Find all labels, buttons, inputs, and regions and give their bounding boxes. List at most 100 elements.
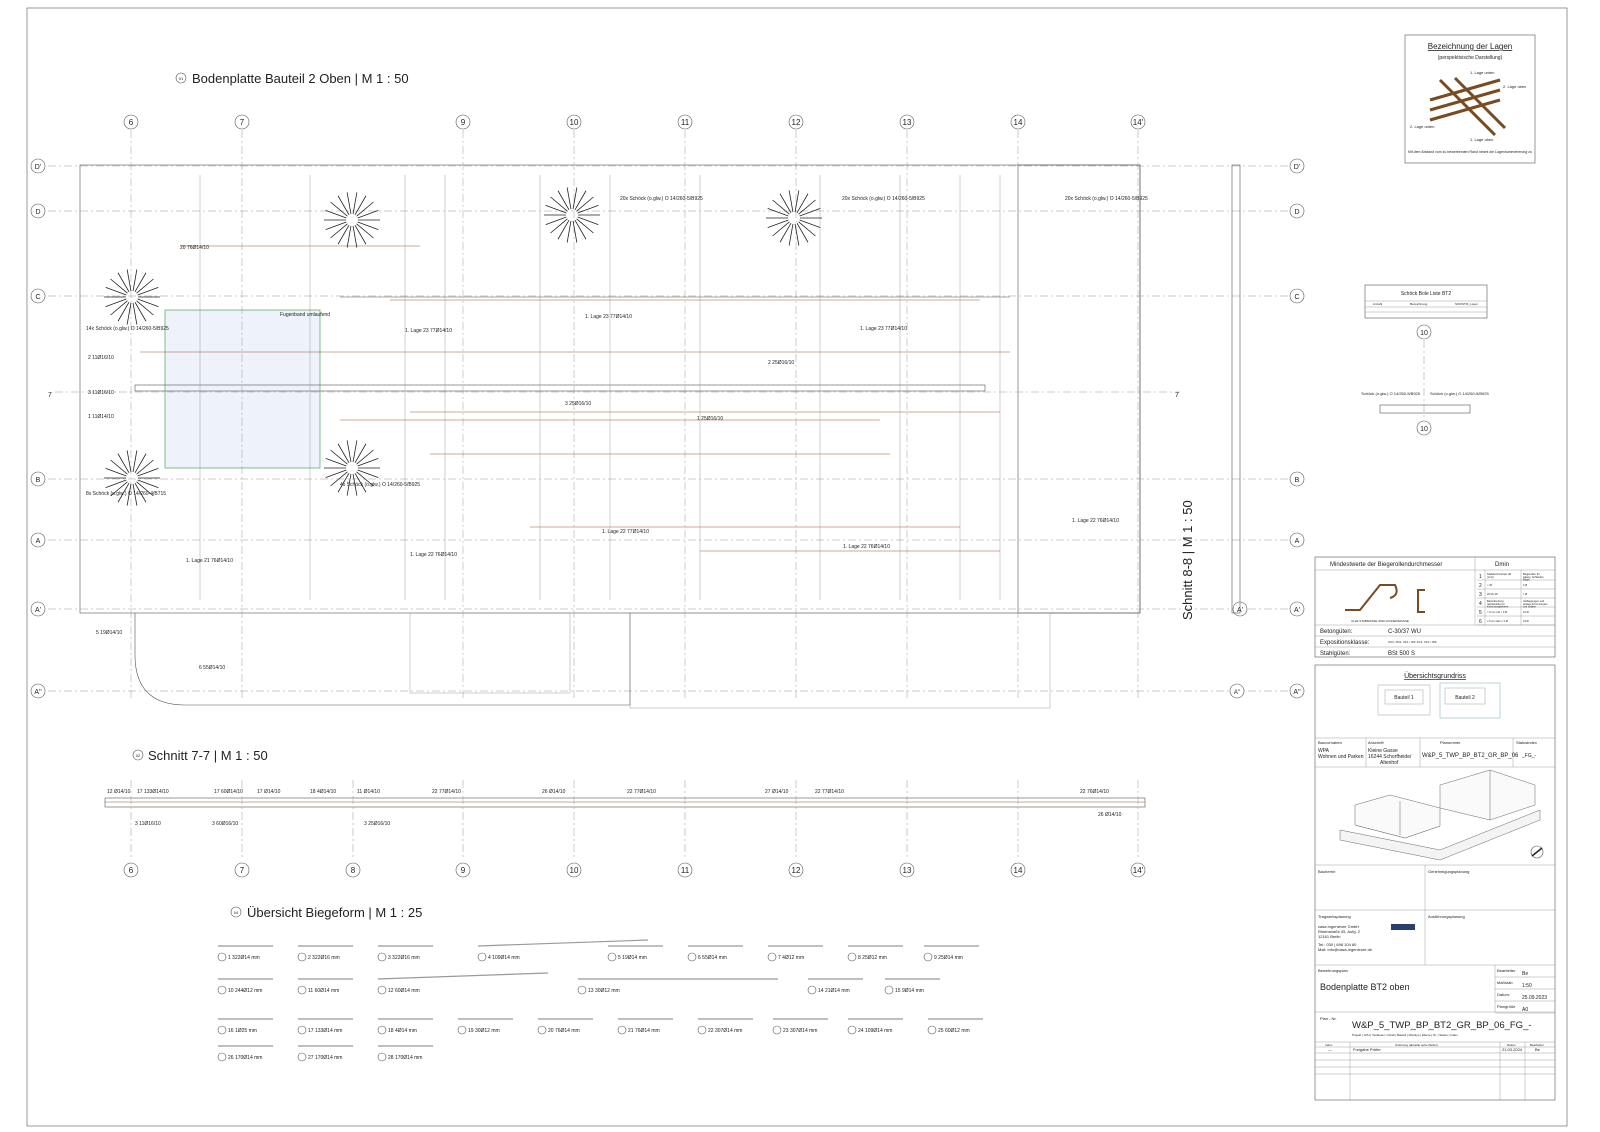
view-number: 01	[179, 76, 184, 81]
grid-bubble	[123, 862, 139, 878]
position-bubble	[617, 1025, 627, 1035]
date-value: 25.09.2023	[1522, 995, 1547, 1001]
bending-form: 16 1Ø25 mm	[217, 1018, 273, 1035]
rebar-label: 1. Lage 22 76Ø14/10	[1072, 518, 1119, 524]
axis-label: 10	[1420, 426, 1428, 433]
bending-form-label: 5 19Ø14 mm	[618, 955, 647, 961]
bending-form: 22 307Ø14 mm	[697, 1018, 753, 1035]
rebar-label: 14x Schöck (o.glw.) O 14/260-5/B925	[86, 326, 169, 332]
rebar-label: 5 19Ø14/10	[96, 630, 122, 636]
label: Anschrift	[1368, 740, 1384, 745]
rebar-label: Fugenband umlaufend	[280, 312, 330, 318]
rebar-label: 1. Lage 21 76Ø14/10	[186, 558, 233, 564]
bending-form-label: 20 76Ø14 mm	[548, 1028, 580, 1034]
section-mark: 7	[1175, 392, 1179, 399]
grid-bubble	[123, 114, 139, 130]
grid-bubble	[1229, 683, 1245, 699]
row-number: 5	[1479, 610, 1482, 616]
bending-form-label: 13 30Ø12 mm	[588, 988, 620, 994]
bending-form-label: 9 25Ø14 mm	[934, 955, 963, 961]
detail-label: Schöck (o.glw.) O 14/260-5/B925	[1430, 391, 1489, 396]
grid-bubble	[1289, 288, 1305, 304]
position-bubble	[687, 952, 697, 962]
bending-form-label: 6 55Ø14 mm	[698, 955, 727, 961]
company-city: 12161 Berlin	[1318, 934, 1340, 939]
company: casa Ingenieure GmbH	[1318, 924, 1359, 929]
rebar-label: 1. Lage 22 76Ø14/10	[410, 552, 457, 558]
grid-bubble	[1130, 114, 1146, 130]
rebar-label: 3 25Ø16/10	[565, 401, 591, 407]
bending-form: 27 170Ø14 mm	[297, 1045, 353, 1062]
grid-label: 13	[903, 118, 912, 127]
grid-label: D'	[35, 164, 41, 171]
column-header: Bezeichnung	[1410, 302, 1428, 306]
bending-form-label: 21 76Ø14 mm	[628, 1028, 660, 1034]
legend-label: 1. Lage unten	[1470, 70, 1494, 75]
lower-slab	[134, 613, 631, 706]
grid-label: D	[1294, 209, 1299, 216]
bending-form: 15 9Ø14 mm	[884, 978, 940, 995]
position-bubble	[772, 1025, 782, 1035]
section-8-8-slab	[1231, 164, 1241, 614]
label: Planummer	[1440, 740, 1461, 745]
exposure-class: XC3, XD1, XF1 / WF XC2, XF1 / WF	[1388, 640, 1437, 644]
rebar-label: 17 133Ø14/10	[137, 789, 169, 795]
position-bubble	[297, 952, 307, 962]
label: Bearbeiter	[1497, 968, 1516, 973]
bending-form: 23 307Ø14 mm	[772, 1018, 828, 1035]
bending-form: 26 170Ø14 mm	[217, 1045, 273, 1062]
position-bubble	[697, 1025, 707, 1035]
label: Betongüten:	[1320, 629, 1353, 635]
grid-label: 7	[240, 866, 245, 875]
grid-label: 7	[240, 118, 245, 127]
position-bubble	[847, 1025, 857, 1035]
grid-bubble	[30, 288, 46, 304]
beam	[134, 384, 986, 392]
grid-bubble	[677, 114, 693, 130]
grid-bubble	[1130, 862, 1146, 878]
grid-label: A''	[1293, 689, 1300, 696]
grid-label: B	[36, 477, 41, 484]
grid-bubble	[455, 114, 471, 130]
grid-bubble	[899, 862, 915, 878]
rebar-label: 3 11Ø16/10	[135, 821, 161, 827]
rebar-label: 1. Lage 23 77Ø14/10	[860, 326, 907, 332]
view-number-bubble	[132, 749, 144, 761]
bending-form-label: 28 170Ø14 mm	[388, 1055, 422, 1061]
rebar-label: 20 76Ø14/10	[180, 245, 209, 251]
plan-title: Bodenplatte Bauteil 2 Oben | M 1 : 50	[192, 71, 409, 86]
bending-form: 17 133Ø14 mm	[297, 1018, 353, 1035]
grid-label: D	[35, 209, 40, 216]
bending-form: 7 4Ø12 mm	[767, 945, 823, 962]
grid-bubble	[234, 862, 250, 878]
label: Datum:	[1497, 992, 1510, 997]
axis-label: 10	[1420, 330, 1428, 337]
rebar-label: 3 60Ø16/10	[212, 821, 238, 827]
column-header: Bearbeiter	[1530, 1043, 1544, 1047]
section-mark: 7	[48, 392, 52, 399]
rebar-label: 3 11Ø16/10	[88, 390, 114, 396]
legend-subtitle: (perspektivische Darstellung)	[1438, 55, 1503, 61]
schoeck-connector-icon	[766, 190, 822, 246]
rebar-label: 1. Lage 23 77Ø14/10	[405, 328, 452, 334]
bending-form-label: 1 322Ø14 mm	[228, 955, 260, 961]
legend-note: Mit dem Abstand vom zu bewehrenden Rand …	[1408, 150, 1532, 154]
grid-label: A'	[35, 607, 41, 614]
rebar-label: 17 60Ø14/10	[214, 789, 243, 795]
grid-label: C	[1294, 294, 1299, 301]
bending-form-label: 16 1Ø25 mm	[228, 1028, 257, 1034]
schoeck-connector-icon	[104, 450, 160, 506]
grid-label: C	[35, 294, 40, 301]
position-bubble	[607, 952, 617, 962]
size-value: A0	[1522, 1007, 1528, 1013]
company-street: Rheinstraße 45, Aufg. 2	[1318, 929, 1361, 934]
bending-form: 9 25Ø14 mm	[923, 945, 979, 962]
bending-form: 5 19Ø14 mm	[607, 945, 663, 962]
row-cell: 4 Ø	[1523, 583, 1527, 587]
row-number: 4	[1479, 601, 1482, 607]
layer-legend: Bezeichnung der Lagen (perspektivische D…	[1404, 34, 1536, 164]
position-bubble	[767, 952, 777, 962]
section-8-8-title: Schnitt 8-8 | M 1 : 50	[1180, 500, 1195, 620]
position-bubble	[297, 1025, 307, 1035]
bending-form: 2 322Ø16 mm	[297, 945, 353, 962]
